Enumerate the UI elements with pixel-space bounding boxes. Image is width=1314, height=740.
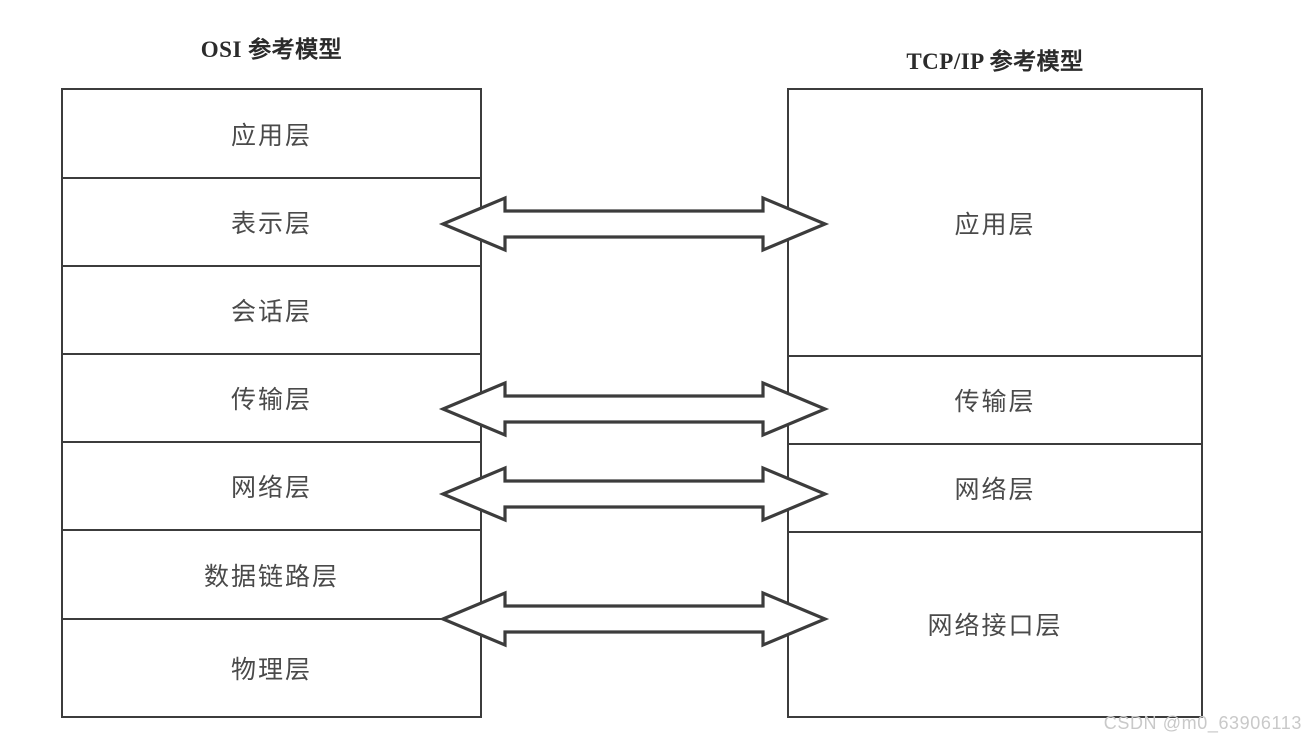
osi-layer-stack: 应用层 表示层 会话层 传输层 网络层 数据链路层 物理层 (61, 88, 482, 718)
csdn-watermark: CSDN @m0_63906113 (1103, 713, 1302, 733)
osi-layer-data-link: 数据链路层 (63, 529, 480, 618)
tcpip-layer-transport: 传输层 (789, 355, 1201, 443)
network-interface-mapping-arrow (438, 590, 830, 648)
osi-layer-data-link-label: 数据链路层 (203, 562, 339, 591)
osi-layer-application: 应用层 (63, 90, 480, 177)
tcpip-column-title: TCP/IP 参考模型 (906, 49, 1084, 74)
osi-layer-session: 会话层 (63, 265, 480, 353)
osi-layer-physical-label: 物理层 (230, 655, 312, 684)
transport-mapping-arrow (438, 380, 830, 438)
tcpip-layer-network-interface-label: 网络接口层 (927, 612, 1063, 640)
osi-layer-session-label: 会话层 (230, 298, 312, 326)
osi-layer-presentation: 表示层 (63, 177, 480, 265)
network-mapping-arrow (438, 465, 830, 523)
osi-layer-network-label: 网络层 (230, 474, 312, 502)
tcpip-layer-application-label: 应用层 (954, 210, 1036, 239)
osi-layer-physical: 物理层 (63, 618, 480, 715)
application-mapping-arrow (438, 195, 830, 253)
tcpip-layer-network-label: 网络层 (954, 476, 1036, 504)
osi-layer-presentation-label: 表示层 (230, 210, 312, 238)
tcpip-layer-transport-label: 传输层 (954, 388, 1036, 416)
osi-layer-network: 网络层 (63, 441, 480, 529)
tcpip-layer-application: 应用层 (789, 90, 1201, 355)
osi-column-title: OSI 参考模型 (200, 37, 343, 62)
tcpip-layer-network-interface: 网络接口层 (789, 531, 1201, 715)
tcpip-layer-stack: 应用层 传输层 网络层 网络接口层 (787, 88, 1203, 718)
tcpip-layer-network: 网络层 (789, 443, 1201, 531)
osi-layer-transport-label: 传输层 (230, 386, 312, 414)
osi-layer-transport: 传输层 (63, 353, 480, 441)
osi-layer-application-label: 应用层 (230, 121, 312, 150)
